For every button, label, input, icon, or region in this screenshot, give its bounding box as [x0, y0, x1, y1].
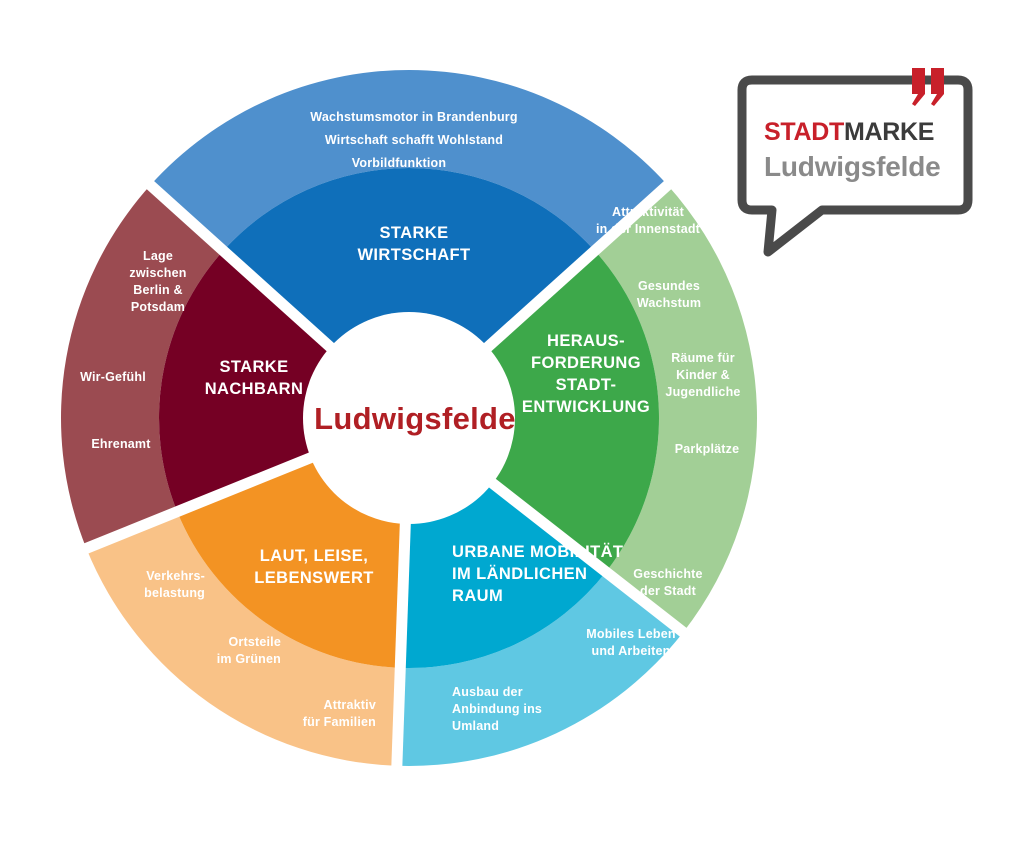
outer-label-wirtschaft-1: Wachstumsmotor in Brandenburg	[310, 110, 517, 124]
logo-title-red: STADT	[764, 118, 844, 146]
segment-divider	[80, 450, 319, 555]
outer-label-nachbarn-2: Wir-Gefühl	[80, 370, 146, 384]
inner-segment-mobilitaet	[400, 480, 607, 668]
outer-label-wirtschaft-3: Vorbildfunktion	[352, 156, 446, 170]
logo-subtitle: Ludwigsfelde	[764, 151, 941, 182]
logo-title-dark: MARKE	[844, 118, 934, 146]
outer-label-nachbarn-3: Ehrenamt	[91, 437, 151, 451]
inner-label-lebenswert: LAUT, LEISE,LEBENSWERT	[254, 547, 374, 587]
outer-segment-lebenswert	[86, 511, 401, 766]
outer-label-stadtentwicklung-4: Parkplätze	[675, 442, 740, 456]
outer-label-wirtschaft-2: Wirtschaft schafft Wohlstand	[325, 133, 503, 147]
inner-segment-wirtschaft	[223, 168, 595, 350]
speech-bubble-frame	[737, 75, 973, 257]
outer-segment-wirtschaft	[150, 70, 668, 251]
segment-divider	[484, 475, 690, 640]
stadtmarke-logo: STADTMARKE Ludwigsfelde	[737, 68, 973, 257]
segment-dividers	[80, 178, 690, 770]
inner-segment-lebenswert	[177, 456, 406, 668]
outer-label-lebenswert-1: Verkehrs-belastung	[144, 569, 205, 600]
segment-divider	[391, 517, 412, 770]
outer-segment-nachbarn	[61, 185, 224, 549]
segment-divider	[479, 178, 675, 356]
center-disc	[303, 312, 515, 524]
outer-segment-mobilitaet	[396, 571, 684, 766]
center-label: Ludwigsfelde	[314, 401, 516, 436]
logo-title: STADTMARKE	[764, 118, 934, 146]
segment-divider	[143, 178, 339, 356]
outer-ring	[61, 70, 757, 766]
quote-marks-icon	[912, 68, 944, 106]
inner-segment-stadtentwicklung	[484, 250, 659, 572]
outer-segment-stadtentwicklung	[594, 185, 757, 633]
